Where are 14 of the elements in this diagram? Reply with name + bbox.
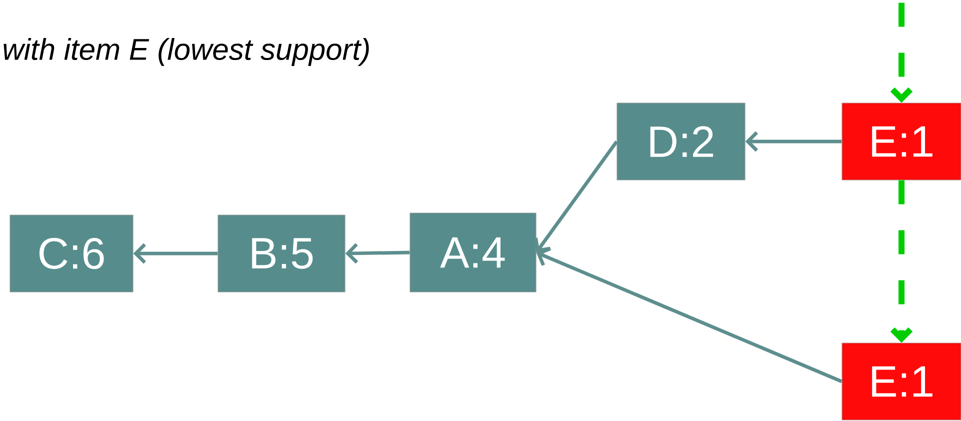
item-box: E:1 [842,342,961,420]
item-box: A:4 [410,212,536,292]
arrow [890,180,913,343]
arrow [534,140,618,252]
item-box: B:5 [218,214,346,292]
arrow [536,247,842,384]
item-box: D:2 [616,102,746,180]
item-box: E:1 [842,102,961,180]
arrow [745,131,842,152]
arrow [890,2,913,103]
arrow [133,243,218,264]
arrow [345,243,410,264]
item-box: C:6 [10,214,134,292]
title: with item E (lowest support) [4,38,369,66]
